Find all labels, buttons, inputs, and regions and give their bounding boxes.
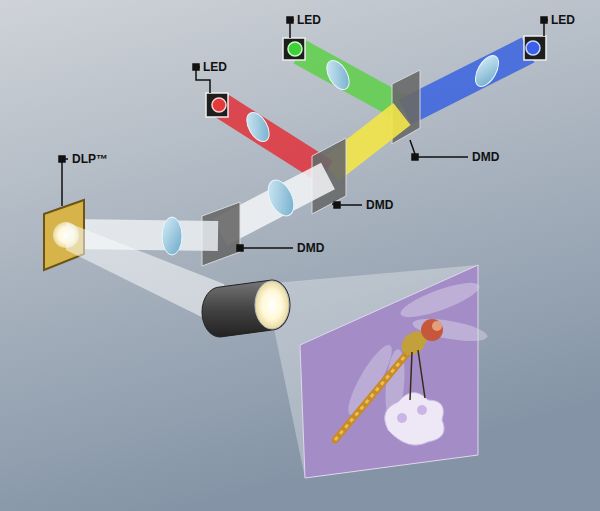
callout-label: DLP™ xyxy=(72,152,108,166)
projection-lens xyxy=(202,280,290,337)
callout-label: DMD xyxy=(366,198,393,212)
blue-beam xyxy=(405,50,528,112)
callout-label: LED xyxy=(551,13,575,27)
callout-label: DMD xyxy=(297,241,324,255)
led-mount xyxy=(524,36,546,60)
lens-front xyxy=(255,281,289,329)
green-beam xyxy=(300,52,402,108)
red-beam xyxy=(222,106,326,172)
lens xyxy=(242,109,274,146)
green-led xyxy=(288,42,302,56)
led-mount xyxy=(206,93,228,117)
callout-label: LED xyxy=(297,13,321,27)
red-led xyxy=(212,98,226,112)
lens xyxy=(263,176,299,220)
led-mount xyxy=(283,38,305,60)
dragonfly-picture xyxy=(335,276,489,445)
blue-led xyxy=(526,41,540,55)
leader-lines xyxy=(59,17,548,251)
lens xyxy=(322,57,354,94)
callout-label: LED xyxy=(203,60,227,74)
callout-label: DMD xyxy=(472,150,499,164)
lens xyxy=(471,52,504,90)
lens xyxy=(162,217,182,255)
